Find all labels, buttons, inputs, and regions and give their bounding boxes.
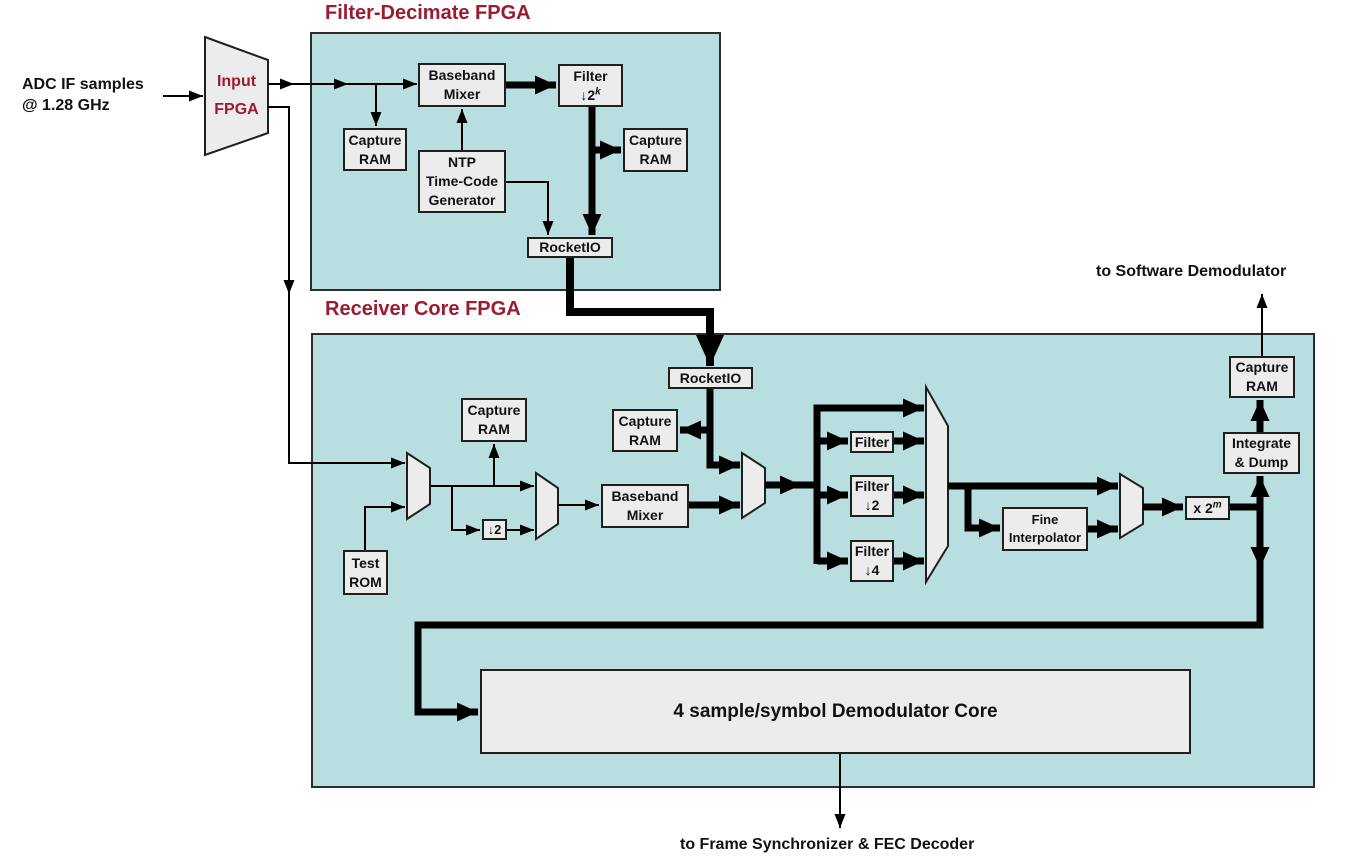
- input-fpga-line1: Input: [216, 73, 257, 90]
- rocketio-block-fd: RocketIO: [527, 237, 613, 258]
- capture-ram-block-rc-a: Capture RAM: [461, 398, 527, 442]
- filter-decimator-line2: ↓2k: [580, 85, 601, 103]
- scale-x2m-text: x 2m: [1193, 498, 1222, 516]
- filter-div2-block: Filter ↓2: [850, 475, 894, 517]
- capture-ram-block-rc-b: Capture RAM: [612, 409, 678, 452]
- capture-ram-block-rc-c: Capture RAM: [1229, 356, 1295, 398]
- integrate-dump-block: Integrate & Dump: [1223, 432, 1300, 474]
- baseband-mixer-block-rc: Baseband Mixer: [601, 484, 689, 528]
- filter-decimator-block: Filter ↓2k: [558, 64, 623, 107]
- rocketio-block-rc: RocketIO: [668, 367, 753, 389]
- input-fpga-block: Input FPGA: [205, 37, 268, 155]
- capture-ram-block-fd-in: Capture RAM: [343, 128, 407, 171]
- receiver-core-fpga-title: Receiver Core FPGA: [325, 298, 521, 320]
- capture-ram-block-fd-out: Capture RAM: [623, 128, 688, 172]
- filter-decimate-fpga-title: Filter-Decimate FPGA: [325, 2, 531, 24]
- demodulator-core-block: 4 sample/symbol Demodulator Core: [480, 669, 1191, 754]
- input-fpga-line2: FPGA: [214, 101, 259, 118]
- filter-block: Filter: [850, 431, 894, 453]
- decimate-by-2-block: ↓2: [482, 519, 507, 540]
- baseband-mixer-block-fd: Baseband Mixer: [418, 63, 506, 107]
- scale-x2m-block: x 2m: [1185, 496, 1230, 520]
- adc-input-label: ADC IF samples @ 1.28 GHz: [22, 76, 144, 114]
- fine-interpolator-block: Fine Interpolator: [1002, 507, 1088, 551]
- to-software-demodulator-label: to Software Demodulator: [1096, 263, 1287, 280]
- test-rom-block: Test ROM: [343, 550, 388, 595]
- ntp-time-code-generator-block: NTP Time-Code Generator: [418, 150, 506, 213]
- to-frame-sync-label: to Frame Synchronizer & FEC Decoder: [680, 836, 975, 853]
- filter-div4-block: Filter ↓4: [850, 540, 894, 582]
- filter-decimator-line1: Filter: [573, 67, 608, 84]
